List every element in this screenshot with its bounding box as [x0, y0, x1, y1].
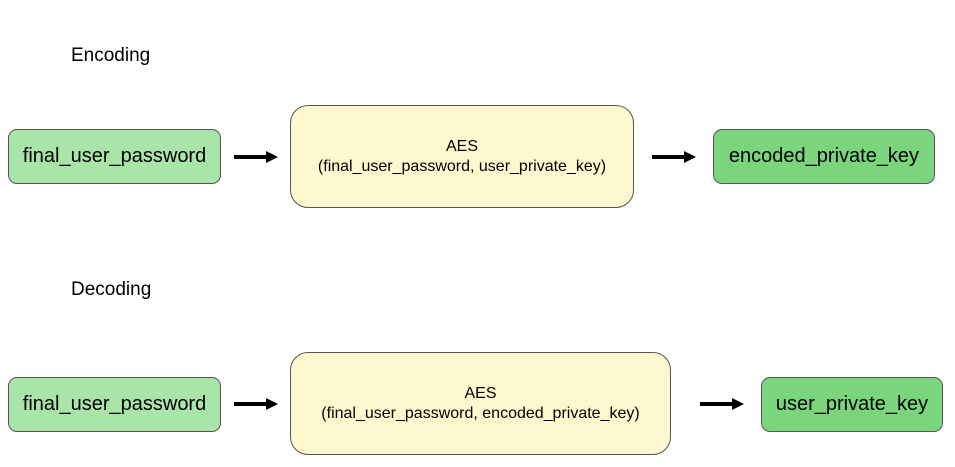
encoding-aes-args: (final_user_password, user_private_key) [317, 157, 607, 175]
decoding-output-label: user_private_key [775, 393, 929, 415]
decoding-output-node: user_private_key [761, 377, 943, 432]
encoding-aes-name: AES [445, 137, 478, 155]
decoding-aes-name: AES [464, 384, 497, 402]
decoding-input-node: final_user_password [8, 377, 221, 432]
encoding-output-node: encoded_private_key [713, 129, 935, 184]
encoding-aes-node: AES (final_user_password, user_private_k… [290, 105, 634, 208]
decoding-input-label: final_user_password [22, 393, 207, 415]
encoding-input-node: final_user_password [8, 129, 221, 184]
encoding-arrow-icon-1 [234, 151, 278, 163]
encoding-title: Encoding [71, 45, 151, 66]
decoding-aes-args: (final_user_password, encoded_private_ke… [321, 404, 640, 422]
decoding-arrow-icon-1 [234, 398, 278, 410]
decoding-aes-node: AES (final_user_password, encoded_privat… [290, 352, 671, 455]
encoding-output-label: encoded_private_key [728, 145, 920, 167]
decoding-arrow-icon-2 [700, 398, 744, 410]
decoding-title: Decoding [71, 279, 152, 300]
encoding-arrow-icon-2 [652, 151, 696, 163]
encoding-input-label: final_user_password [22, 145, 207, 167]
